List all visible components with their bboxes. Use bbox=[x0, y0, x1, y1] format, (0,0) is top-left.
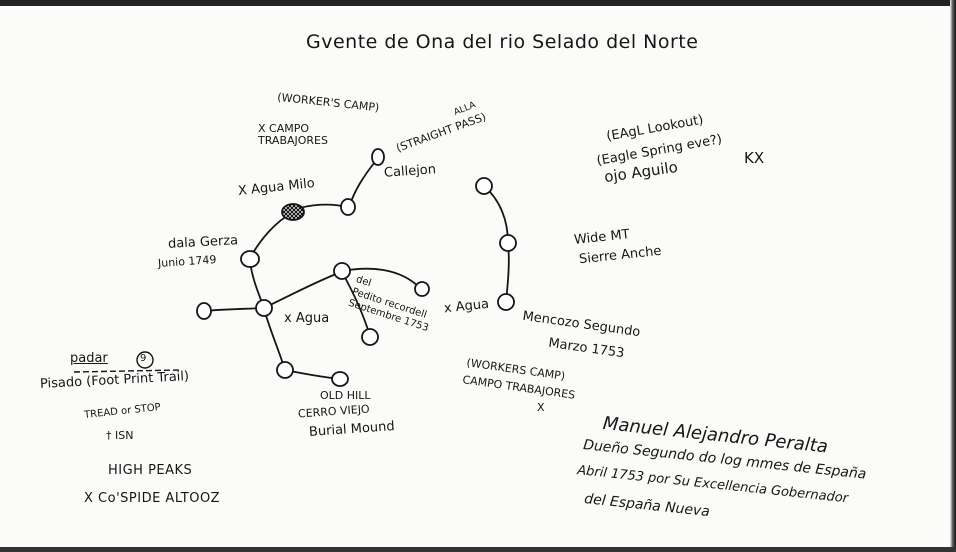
node-east-agua bbox=[497, 293, 515, 311]
trail-callejon bbox=[348, 157, 379, 208]
node-east-mid bbox=[499, 234, 517, 252]
node-central-east bbox=[414, 281, 430, 297]
trail-west bbox=[203, 307, 265, 312]
trail-to-milo bbox=[249, 212, 293, 259]
trail-south bbox=[263, 308, 286, 371]
node-old-hill bbox=[331, 371, 349, 387]
node-callejon bbox=[371, 148, 385, 166]
node-west bbox=[196, 302, 212, 320]
node-central bbox=[333, 262, 351, 280]
circle-number-mark bbox=[136, 351, 154, 369]
node-milo-east bbox=[340, 198, 356, 216]
label-old-hill: OLD HILL bbox=[320, 389, 371, 402]
node-agua-milo bbox=[281, 203, 305, 221]
label-circle-number: 9 bbox=[140, 353, 147, 364]
label-padar: padar bbox=[70, 351, 108, 366]
label-x-mark: X bbox=[537, 401, 545, 414]
node-dala-gerza bbox=[240, 250, 260, 268]
label-campo-trabajores-top: X CAMPO TRABAJORES bbox=[258, 122, 328, 148]
label-isn: † ISN bbox=[106, 429, 134, 442]
scan-edge-bottom bbox=[0, 547, 956, 552]
label-cuspide: X Co'SPIDE ALTOOZ bbox=[84, 491, 221, 506]
node-south bbox=[276, 361, 294, 379]
node-junction bbox=[255, 299, 273, 317]
label-high-peaks: HIGH PEAKS bbox=[108, 463, 193, 478]
node-central-south bbox=[361, 328, 379, 346]
scan-edge-top bbox=[0, 0, 956, 6]
node-east-top bbox=[475, 177, 493, 195]
label-kx: KX bbox=[744, 149, 765, 167]
scan-edge-right bbox=[950, 0, 956, 552]
map-title: Gvente de Ona del rio Selado del Norte bbox=[306, 31, 699, 53]
label-x-agua-mid: x Agua bbox=[284, 311, 330, 326]
trail-to-central bbox=[263, 271, 342, 309]
